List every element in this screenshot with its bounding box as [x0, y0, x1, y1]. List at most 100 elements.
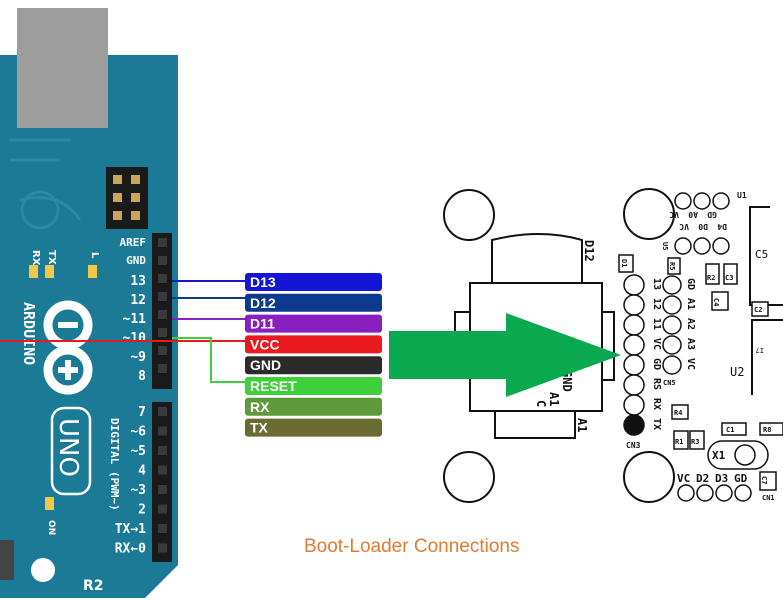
- target-mount-hole-bottom: [623, 451, 675, 503]
- tx-led-label: TX: [46, 250, 57, 265]
- header-pin: [158, 274, 167, 283]
- usb-connector: [17, 8, 108, 128]
- direction-arrow: [389, 313, 621, 397]
- wire-label-rx: RX: [245, 397, 382, 416]
- diagram-caption: Boot-Loader Connections: [304, 536, 520, 557]
- arduino-pin-label: ~10: [123, 331, 147, 346]
- wire-label-swatch: [245, 418, 382, 437]
- label-r2: R2: [707, 274, 715, 282]
- header-pin: [677, 484, 695, 502]
- module-mount-hole-top: [443, 189, 495, 241]
- bottom-header-label: GD: [734, 472, 748, 485]
- header-pin: [674, 237, 692, 255]
- wire-label-swatch: [245, 397, 382, 416]
- component-r8: [759, 422, 783, 436]
- model-label: UNO: [53, 418, 83, 477]
- wire-label-swatch: [245, 335, 382, 354]
- header-pin: [158, 465, 167, 475]
- header-pin: [623, 374, 645, 396]
- header-pin: [623, 274, 645, 296]
- wire-label-text: RX: [250, 399, 270, 415]
- lower-header-pins: [158, 407, 167, 553]
- wire-reset: [172, 337, 245, 383]
- brand-label: ARDUINO: [20, 302, 38, 365]
- label-c5: C5: [755, 248, 768, 261]
- header-pin: [623, 394, 645, 416]
- wire-label-text: RESET: [250, 378, 297, 394]
- cn3-pin-label: GD: [651, 358, 662, 370]
- header-pin: [158, 446, 167, 455]
- wire-label-reset: RESET: [245, 377, 382, 395]
- header-pin: [734, 484, 752, 502]
- header-pin: [696, 484, 714, 502]
- wire-label-d13: D13: [245, 273, 382, 291]
- label-r5: R5: [668, 262, 676, 270]
- module-mount-hole-bottom: [443, 451, 495, 503]
- label-u1: U1: [737, 191, 747, 200]
- upper-header-pins: [158, 238, 167, 373]
- wire-label-text: VCC: [250, 336, 280, 352]
- cn3-pin-label: VC: [651, 338, 662, 350]
- cn5-pin-label: A3: [685, 338, 696, 350]
- component-r1: [673, 430, 689, 450]
- header-pin: [158, 292, 167, 301]
- header-pin: [158, 364, 167, 373]
- cn3-pin-label: 12: [651, 298, 662, 310]
- wire-label-d12: D12: [245, 293, 382, 312]
- arduino-pin-label: 2: [138, 503, 146, 518]
- wire-label-gnd: GND: [245, 356, 382, 375]
- l-led-label: L: [89, 252, 100, 259]
- module-side-tab-right: [601, 311, 615, 381]
- component-c1: [721, 422, 747, 436]
- arduino-uno-board: RX TX L ON ARDUINO UNO DIGITAL (PWM~) R2…: [0, 8, 178, 598]
- arduino-pin-label: 8: [138, 369, 146, 384]
- header-pin: [158, 524, 167, 533]
- digital-label: DIGITAL (PWM~): [108, 418, 121, 511]
- label-c2: C2: [754, 306, 762, 314]
- arduino-pin-label: 4: [138, 464, 146, 479]
- header-pin: [158, 310, 167, 319]
- digital-header-lower: [152, 402, 172, 562]
- status-leds: [29, 265, 97, 510]
- header-pin: [662, 355, 682, 375]
- wire-label-swatch: [245, 377, 382, 395]
- module-pin-a1: A1: [547, 392, 561, 406]
- arduino-pin-label: ~6: [130, 425, 146, 440]
- top-header-label: D4: [717, 222, 727, 231]
- wire-label-tx: TX: [245, 418, 382, 437]
- header-pin: [662, 295, 682, 315]
- top-header-label: GD: [707, 210, 717, 219]
- label-c1: C1: [726, 426, 734, 434]
- target-mount-hole-top: [623, 188, 675, 240]
- label-r1: R1: [675, 438, 683, 446]
- arduino-pin-label: RX←0: [115, 542, 146, 557]
- revision-label: R2: [83, 578, 104, 594]
- uno-badge: [50, 406, 92, 496]
- label-c3: C3: [725, 274, 733, 282]
- header-pin: [662, 275, 682, 295]
- cn3-pin-label: TX: [651, 418, 662, 430]
- component-r5: [667, 257, 681, 275]
- header-pin: [158, 543, 167, 553]
- header-pin: [158, 346, 167, 355]
- cn3-pin-label: RX: [651, 398, 662, 410]
- wire-label-text: TX: [250, 420, 269, 436]
- header-pin: [693, 237, 711, 255]
- header-pin: [158, 485, 167, 494]
- arduino-pin-label: 7: [138, 405, 146, 420]
- header-pin: [674, 192, 692, 210]
- bottom-header-label: D3: [715, 472, 728, 485]
- header-pin: [158, 238, 167, 247]
- header-pin: [693, 192, 711, 210]
- header-pin: [662, 335, 682, 355]
- module-connector-top: [491, 233, 583, 284]
- cn3-pin-label: 11: [651, 318, 662, 330]
- label-x1: X1: [712, 449, 726, 462]
- cn5-pin-label: A1: [685, 298, 696, 310]
- label-u2: U2: [730, 365, 744, 379]
